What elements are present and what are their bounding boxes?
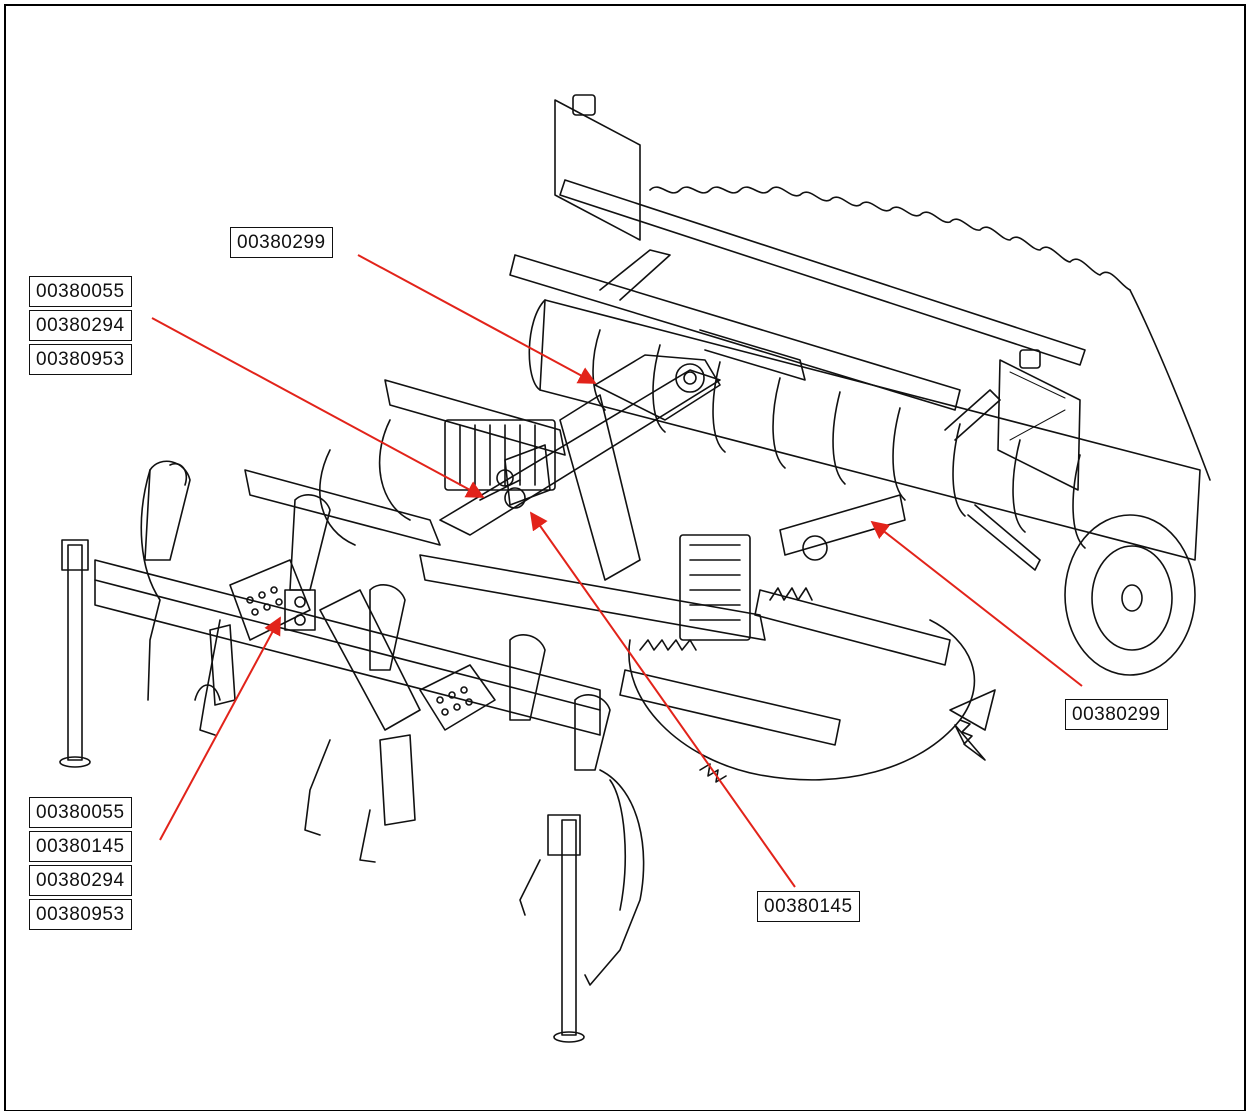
cultivator-line-art [59,94,1211,1043]
leader-bottom-center [529,511,796,888]
disc-gangs [244,379,996,783]
callout-left-bottom-4: 00380953 [29,899,132,930]
front-beam-tines [59,460,645,1043]
callout-left-bottom-3: 00380294 [29,865,132,896]
callout-left-top-1: 00380055 [29,276,132,307]
callout-left-bottom-1: 00380055 [29,797,132,828]
drawbar-linkage [439,329,906,581]
rear-roller [509,94,1211,676]
callout-group-left-top: 00380055 00380294 00380953 [29,276,132,375]
callout-left-bottom-2: 00380145 [29,831,132,862]
leader-right [870,520,1083,687]
callout-top-center: 00380299 [230,227,333,258]
callout-group-left-bottom: 00380055 00380145 00380294 00380953 [29,797,132,930]
callout-bottom-center: 00380145 [757,891,860,922]
leader-top-center [357,254,597,384]
callout-right: 00380299 [1065,699,1168,730]
leader-lines [151,254,1083,888]
callout-left-top-3: 00380953 [29,344,132,375]
leader-left-top [151,317,485,498]
callout-left-top-2: 00380294 [29,310,132,341]
leader-left-bottom [159,616,281,841]
page-frame [4,4,1246,1111]
